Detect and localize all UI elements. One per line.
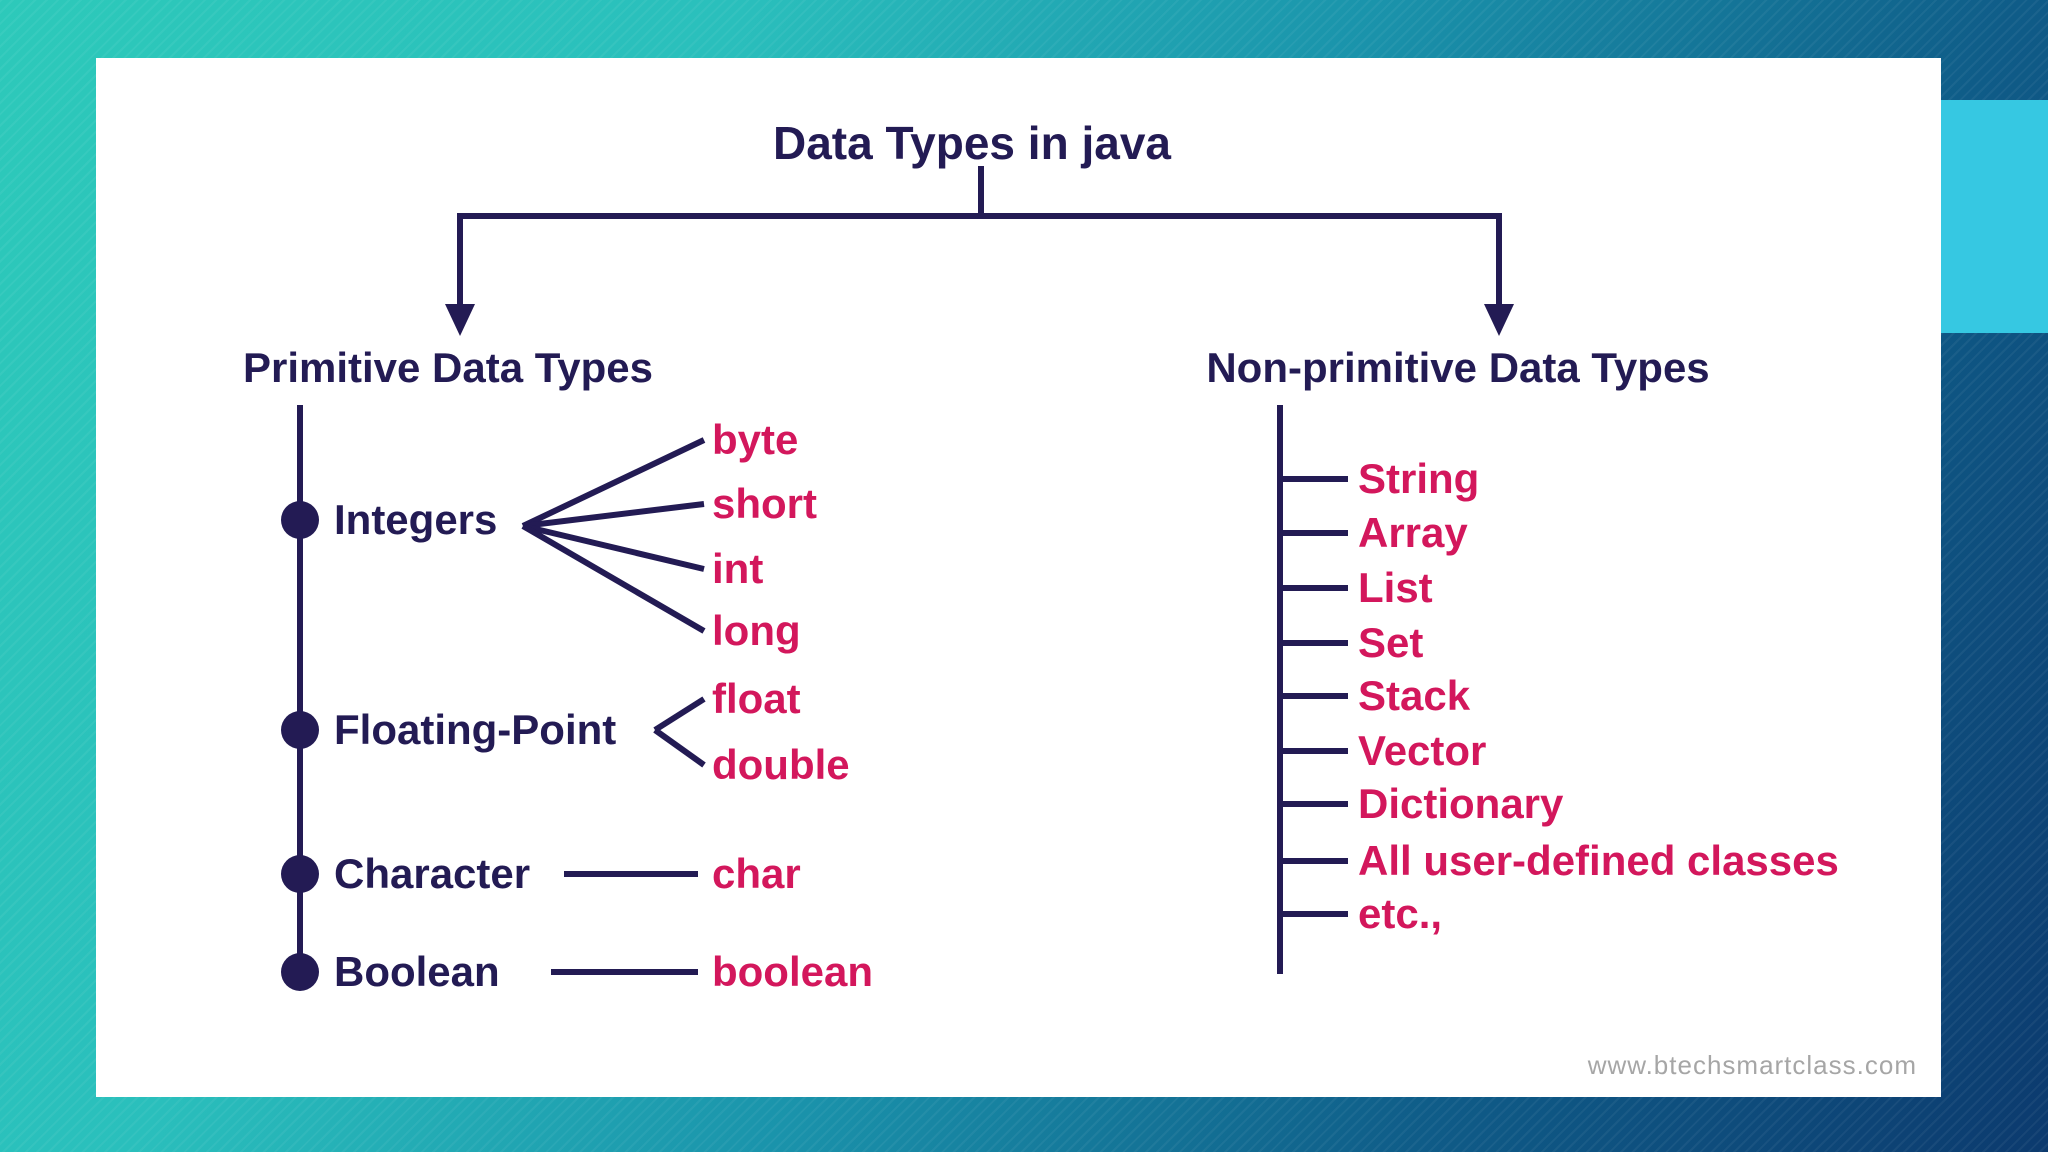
- primitive-group-label: Integers: [334, 496, 498, 543]
- non-primitive-item: Set: [1358, 619, 1424, 666]
- fan-line-int: [522, 523, 705, 572]
- bullet-dot: [281, 855, 319, 893]
- non-primitive-item: Stack: [1358, 672, 1471, 719]
- primitive-type-label: byte: [712, 416, 799, 463]
- arrow-down-icon: [445, 304, 475, 336]
- primitive-type-label: boolean: [712, 948, 874, 995]
- primitive-group-label: Character: [334, 850, 531, 897]
- accent-rectangle: [1938, 100, 2048, 333]
- bullet-dot: [281, 953, 319, 991]
- non-primitive-item: etc.,: [1358, 890, 1443, 937]
- watermark-url: www.btechsmartclass.com: [1587, 1050, 1917, 1080]
- primitive-group-label: Floating-Point: [334, 706, 617, 753]
- non-primitive-heading: Non-primitive Data Types: [1206, 344, 1710, 391]
- primitive-type-label: int: [712, 545, 764, 592]
- fan-line-float: [653, 696, 706, 733]
- non-primitive-item: List: [1358, 564, 1433, 611]
- fan-line-double: [653, 727, 706, 768]
- arrow-down-icon: [1484, 304, 1514, 336]
- primitive-type-label: double: [712, 741, 850, 788]
- fan-line-long: [521, 523, 706, 634]
- diagram-card: Data Types in java Primitive Data Types …: [96, 58, 1941, 1097]
- bullet-dot: [281, 711, 319, 749]
- primitive-type-label: short: [712, 480, 817, 527]
- fan-line-byte: [521, 437, 706, 529]
- primitive-heading: Primitive Data Types: [242, 344, 654, 391]
- connector-lines: [281, 166, 1514, 991]
- non-primitive-item: String: [1358, 455, 1480, 502]
- fan-line-short: [522, 501, 705, 529]
- diagram-title: Data Types in java: [773, 117, 1171, 169]
- primitive-type-label: char: [712, 850, 801, 897]
- primitive-type-label: long: [712, 607, 801, 654]
- non-primitive-item: Dictionary: [1358, 780, 1564, 827]
- bullet-dot: [281, 501, 319, 539]
- non-primitive-item: Vector: [1358, 727, 1487, 774]
- primitive-type-label: float: [712, 675, 801, 722]
- non-primitive-item: Array: [1358, 509, 1468, 556]
- primitive-group-label: Boolean: [334, 948, 500, 995]
- non-primitive-item: All user-defined classes: [1358, 837, 1839, 884]
